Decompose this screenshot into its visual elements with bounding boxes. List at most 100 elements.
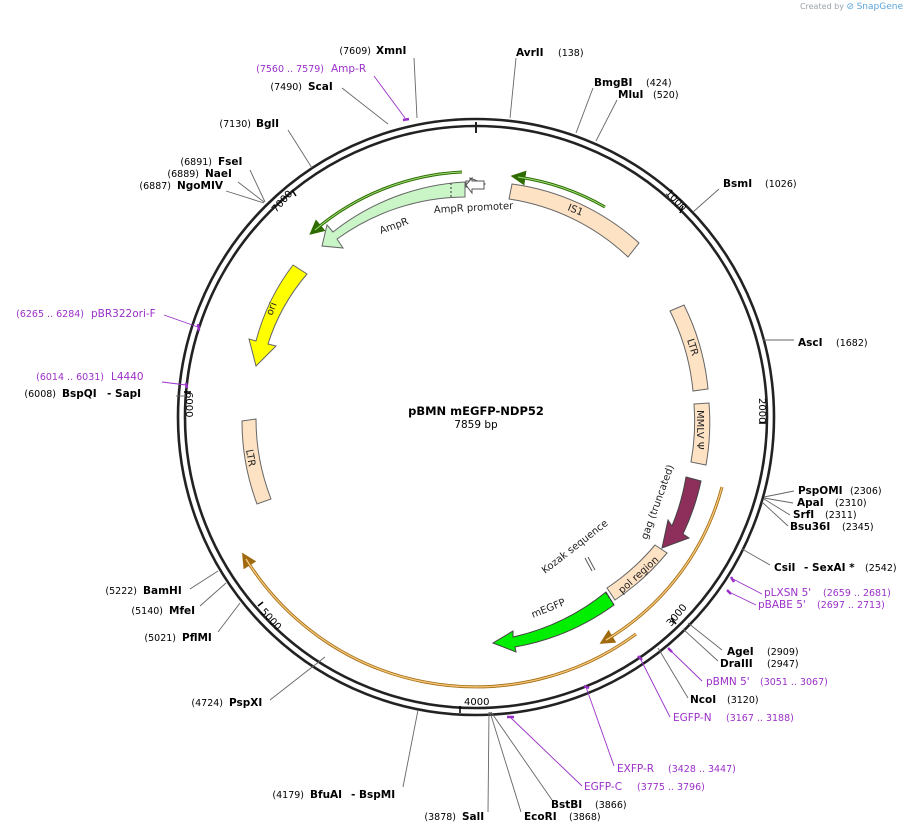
feature-label-ampr: AmpR xyxy=(378,216,410,237)
tick-label-6000: 6000 xyxy=(183,392,194,417)
feature-kozak-sequence[interactable]: Kozak sequence xyxy=(540,518,610,576)
site-agei[interactable]: AgeI (2909) xyxy=(727,646,799,658)
site-ncoi[interactable]: NcoI (3120) xyxy=(690,694,759,706)
site-draiii[interactable]: DraIII (2947) xyxy=(720,658,799,670)
site-avrii[interactable]: AvrII (138) xyxy=(516,47,584,59)
site-name-naei: NaeI xyxy=(205,168,232,180)
primer-exfp-r[interactable]: EXFP-R (3428 .. 3447) xyxy=(617,763,736,775)
ampr-orf-highlight xyxy=(314,171,463,231)
primer-pos-egfp-n: (3167 .. 3188) xyxy=(726,713,794,724)
site-apai[interactable]: ApaI (2310) xyxy=(797,497,867,509)
site-extra-bfuai: - BspMI xyxy=(351,789,395,801)
primer-pos-l4440: (6014 .. 6031) xyxy=(36,372,104,383)
tick-label-1000: 1000 xyxy=(663,188,688,214)
site-name-xmni: XmnI xyxy=(376,45,406,57)
site-pspxi[interactable]: (4724) PspXI xyxy=(191,697,262,709)
leader-amp-r xyxy=(373,75,406,119)
site-srfi[interactable]: SrfI (2311) xyxy=(793,509,857,521)
primer-pbr322ori-f[interactable]: (6265 .. 6284) pBR322ori-F xyxy=(16,308,156,320)
site-bsu36i[interactable]: Bsu36I (2345) xyxy=(790,521,874,533)
site-pspomi[interactable]: PspOMI (2306) xyxy=(798,485,882,497)
site-name-srfi: SrfI xyxy=(793,509,814,521)
credit-brand: SnapGene xyxy=(856,2,903,12)
primer-pos-plxsn: (2659 .. 2681) xyxy=(823,588,891,599)
site-pos-mfei: (5140) xyxy=(131,606,163,617)
primer-name-plxsn: pLXSN 5' xyxy=(764,587,811,599)
feature-gag-truncated[interactable]: gag (truncated) xyxy=(639,463,702,549)
site-ngomiv[interactable]: (6887) NgoMIV xyxy=(139,180,223,192)
feature-ampr-promoter[interactable]: AmpR promoter xyxy=(434,176,515,216)
site-pos-apai: (2310) xyxy=(835,498,867,509)
primer-pos-amp-r: (7560 .. 7579) xyxy=(256,64,324,75)
feature-megfp[interactable]: mEGFP xyxy=(491,591,615,653)
site-extra-csii: - SexAI * xyxy=(804,562,855,574)
site-pos-srfi: (2311) xyxy=(825,510,857,521)
site-bfuai[interactable]: (4179) BfuAI - BspMI xyxy=(272,789,395,801)
snapgene-logo-icon: ⊘ xyxy=(846,2,855,12)
site-bmgbi[interactable]: BmgBI (424) xyxy=(594,77,672,89)
leader-ngomiv xyxy=(225,190,265,204)
site-name-ncoi: NcoI xyxy=(690,694,716,706)
primer-pos-pbmn: (3051 .. 3067) xyxy=(760,677,828,688)
backbone-outer xyxy=(176,117,776,717)
site-pos-xmni: (7609) xyxy=(339,46,371,57)
feature-ltr-left[interactable]: LTR xyxy=(241,418,272,505)
site-scai[interactable]: (7490) ScaI xyxy=(270,81,332,93)
site-sali[interactable]: (3878) SalI xyxy=(424,811,484,823)
leader-bstbi xyxy=(490,711,553,801)
site-pos-mlui: (520) xyxy=(653,90,679,101)
feature-ltr-right[interactable]: LTR xyxy=(669,304,709,392)
site-bamhi[interactable]: (5222) BamHI xyxy=(105,585,181,597)
pol-orf-arc xyxy=(599,486,724,644)
primer-l4440[interactable]: (6014 .. 6031) L4440 xyxy=(36,371,143,383)
primer-pos-pbabe: (2697 .. 2713) xyxy=(817,600,885,611)
feature-pol-region[interactable]: pol region xyxy=(606,544,668,601)
primer-egfp-n[interactable]: EGFP-N (3167 .. 3188) xyxy=(673,712,794,724)
site-mlui[interactable]: MluI (520) xyxy=(618,89,679,101)
site-ecori[interactable]: EcoRI (3868) xyxy=(524,811,601,823)
site-bsmi[interactable]: BsmI (1026) xyxy=(723,178,797,190)
site-name-bspqi: BspQI xyxy=(62,388,97,400)
leader-csii xyxy=(741,548,771,566)
site-pos-draiii: (2947) xyxy=(767,659,799,670)
feature-label-ampr-promoter: AmpR promoter xyxy=(434,201,515,216)
site-labels-left: (7609) XmnI (7490) ScaI (7130) BglI (689… xyxy=(24,45,484,823)
site-name-scai: ScaI xyxy=(308,81,333,93)
site-asci[interactable]: AscI (1682) xyxy=(798,337,868,349)
site-name-pspxi: PspXI xyxy=(229,697,262,709)
primer-name-exfp-r: EXFP-R xyxy=(617,763,654,775)
site-name-draiii: DraIII xyxy=(720,658,753,670)
primer-pbmn[interactable]: pBMN 5' (3051 .. 3067) xyxy=(706,676,828,688)
leader-pbmn xyxy=(669,649,703,682)
primer-pbabe[interactable]: pBABE 5' (2697 .. 2713) xyxy=(758,599,885,611)
site-mfei[interactable]: (5140) MfeI xyxy=(131,605,195,617)
site-fsei[interactable]: (6891) FseI xyxy=(180,156,242,168)
site-bstbi[interactable]: BstBI (3866) xyxy=(551,799,627,811)
feature-mmlv-psi[interactable]: MMLV Ψ xyxy=(690,402,711,466)
leader-ecori xyxy=(489,711,522,813)
site-pflmi[interactable]: (5021) PflMI xyxy=(144,632,211,644)
site-name-mlui: MluI xyxy=(618,89,643,101)
site-name-ecori: EcoRI xyxy=(524,811,557,823)
site-naei[interactable]: (6889) NaeI xyxy=(167,168,232,180)
site-pos-naei: (6889) xyxy=(167,169,199,180)
site-csii[interactable]: CsiI - SexAI * (2542) xyxy=(774,562,897,574)
primer-egfp-c[interactable]: EGFP-C (3775 .. 3796) xyxy=(584,781,705,793)
site-name-bstbi: BstBI xyxy=(551,799,582,811)
ndp52-orf-highlight xyxy=(245,558,637,688)
primer-amp-r[interactable]: (7560 .. 7579) Amp-R xyxy=(256,63,366,75)
site-pos-bspqi: (6008) xyxy=(24,389,56,400)
primer-plxsn[interactable]: pLXSN 5' (2659 .. 2681) xyxy=(764,587,891,599)
feature-ori[interactable]: ori xyxy=(248,264,308,367)
site-extra-bspqi: - SapI xyxy=(107,388,141,400)
site-name-fsei: FseI xyxy=(218,156,242,168)
site-bgli[interactable]: (7130) BglI xyxy=(219,118,279,130)
site-pos-pspxi: (4724) xyxy=(191,698,223,709)
feature-label-is1: IS1 xyxy=(566,203,585,219)
site-pos-bmgbi: (424) xyxy=(646,78,672,89)
site-xmni[interactable]: (7609) XmnI xyxy=(339,45,406,57)
leader-pbr322ori-f xyxy=(163,314,199,328)
site-bspqi[interactable]: (6008) BspQI - SapI xyxy=(24,388,141,400)
feature-is1[interactable]: IS1 xyxy=(508,183,640,258)
